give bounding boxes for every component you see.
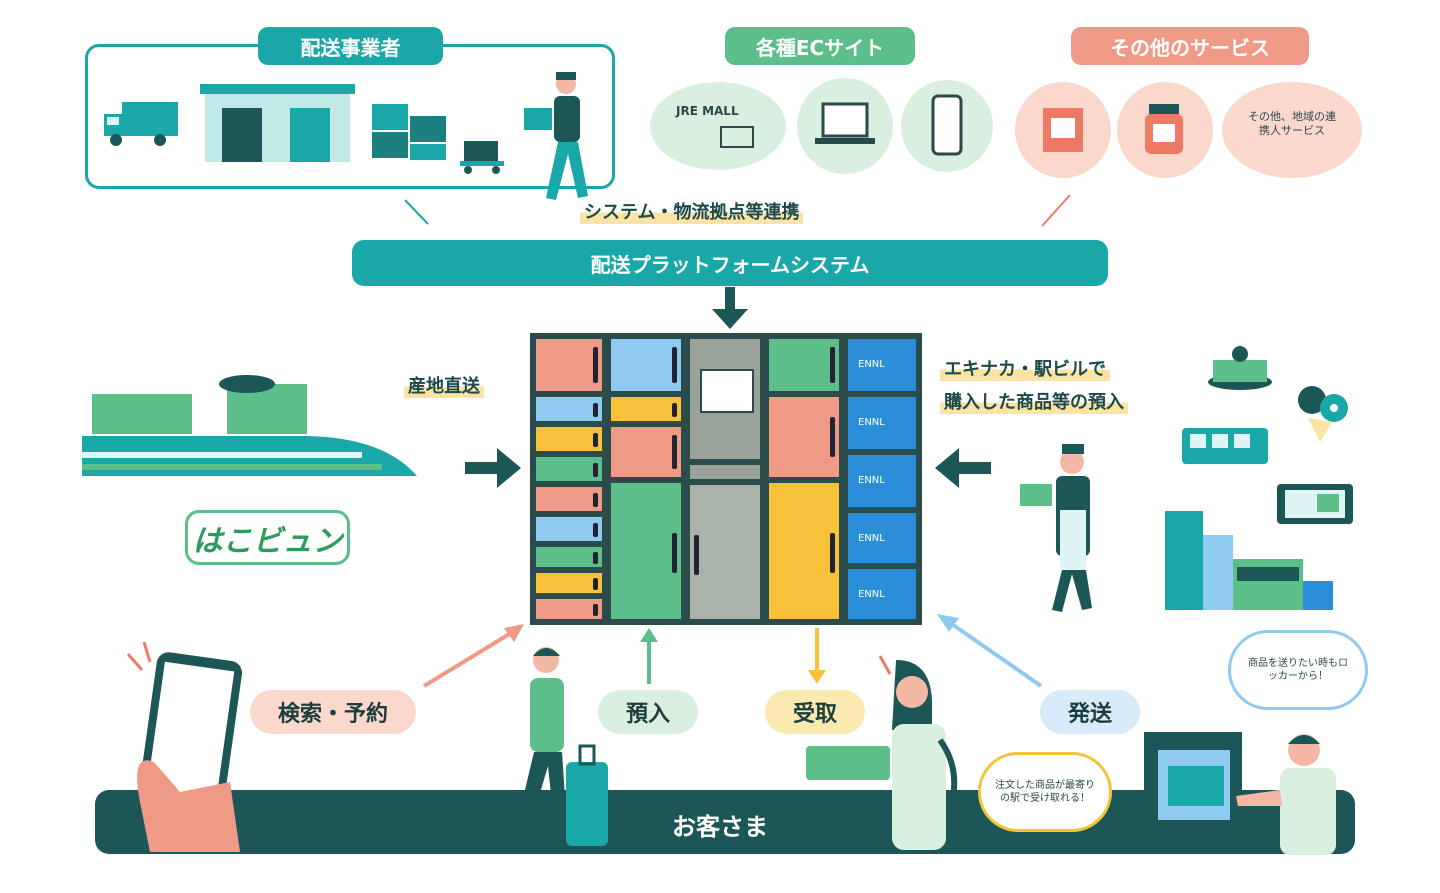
- ship-speech-bubble: 商品を送りたい時もロッカーから！: [1228, 630, 1368, 710]
- locker-door[interactable]: [687, 462, 763, 482]
- locker-door[interactable]: [608, 480, 684, 622]
- ship-arrow: [935, 612, 1045, 690]
- locker-door[interactable]: [533, 394, 605, 424]
- locker-door[interactable]: [533, 570, 605, 596]
- traveler-with-suitcase: [490, 636, 630, 851]
- shop-staff-illustration: [1010, 440, 1120, 615]
- locker-door[interactable]: [533, 596, 605, 622]
- locker-door[interactable]: [608, 424, 684, 480]
- locker-door[interactable]: [766, 336, 842, 394]
- man-shipping-at-locker: [1140, 710, 1350, 855]
- left-arrow-into-locker: [465, 448, 521, 488]
- locker-tag: ENNL: [858, 417, 885, 428]
- platform-down-arrow: [710, 287, 750, 331]
- system-link-label: システム・物流拠点等連携: [580, 198, 803, 224]
- locker-door[interactable]: [608, 336, 684, 394]
- terminal-screen[interactable]: [700, 369, 754, 413]
- platform-system-bar: 配送プラットフォームシステム: [352, 240, 1108, 286]
- locker-door[interactable]: [533, 544, 605, 570]
- deposit-button[interactable]: 預入: [598, 690, 698, 734]
- locker-door[interactable]: ENNL: [845, 510, 919, 566]
- ekinaka-label-1: エキナカ・駅ビルで: [940, 355, 1110, 381]
- ship-button[interactable]: 発送: [1040, 690, 1140, 734]
- locker-door[interactable]: [533, 454, 605, 484]
- locker-tag: ENNL: [858, 475, 885, 486]
- locker-door[interactable]: [687, 482, 763, 622]
- locker-door[interactable]: ENNL: [845, 566, 919, 622]
- locker-terminal[interactable]: [687, 336, 763, 462]
- cake-icon: [1205, 342, 1275, 392]
- ekinaka-label-2: 購入した商品等の預入: [940, 388, 1128, 414]
- locker-door[interactable]: [608, 394, 684, 424]
- locker-door[interactable]: [533, 514, 605, 544]
- locker-door[interactable]: [533, 424, 605, 454]
- smart-locker: ENNL ENNL ENNL ENNL ENNL: [530, 333, 922, 625]
- deposit-arrow: [638, 628, 660, 684]
- locker-door[interactable]: ENNL: [845, 452, 919, 510]
- cd-icon: [1290, 378, 1360, 448]
- locker-door[interactable]: [533, 484, 605, 514]
- locker-tag: ENNL: [858, 359, 885, 370]
- receive-speech-bubble: 注文した商品が最寄りの駅で受け取れる！: [978, 752, 1112, 832]
- customer-label: お客さま: [660, 807, 780, 837]
- locker-door[interactable]: ENNL: [845, 394, 919, 452]
- sushi-icon: [1180, 420, 1270, 470]
- right-arrow-into-locker: [935, 448, 991, 488]
- hand-with-smartphone: [120, 642, 260, 852]
- search-reserve-button[interactable]: 検索・予約: [250, 690, 416, 734]
- shinkansen-illustration: [82, 364, 422, 484]
- locker-tag: ENNL: [858, 533, 885, 544]
- station-building-illustration: [1165, 505, 1335, 610]
- hakobyun-logo: はこビュン: [185, 510, 350, 565]
- locker-door[interactable]: [533, 336, 605, 394]
- locker-tag: ENNL: [858, 589, 885, 600]
- locker-door[interactable]: [766, 480, 842, 622]
- locker-door[interactable]: ENNL: [845, 336, 919, 394]
- locker-door[interactable]: [766, 394, 842, 480]
